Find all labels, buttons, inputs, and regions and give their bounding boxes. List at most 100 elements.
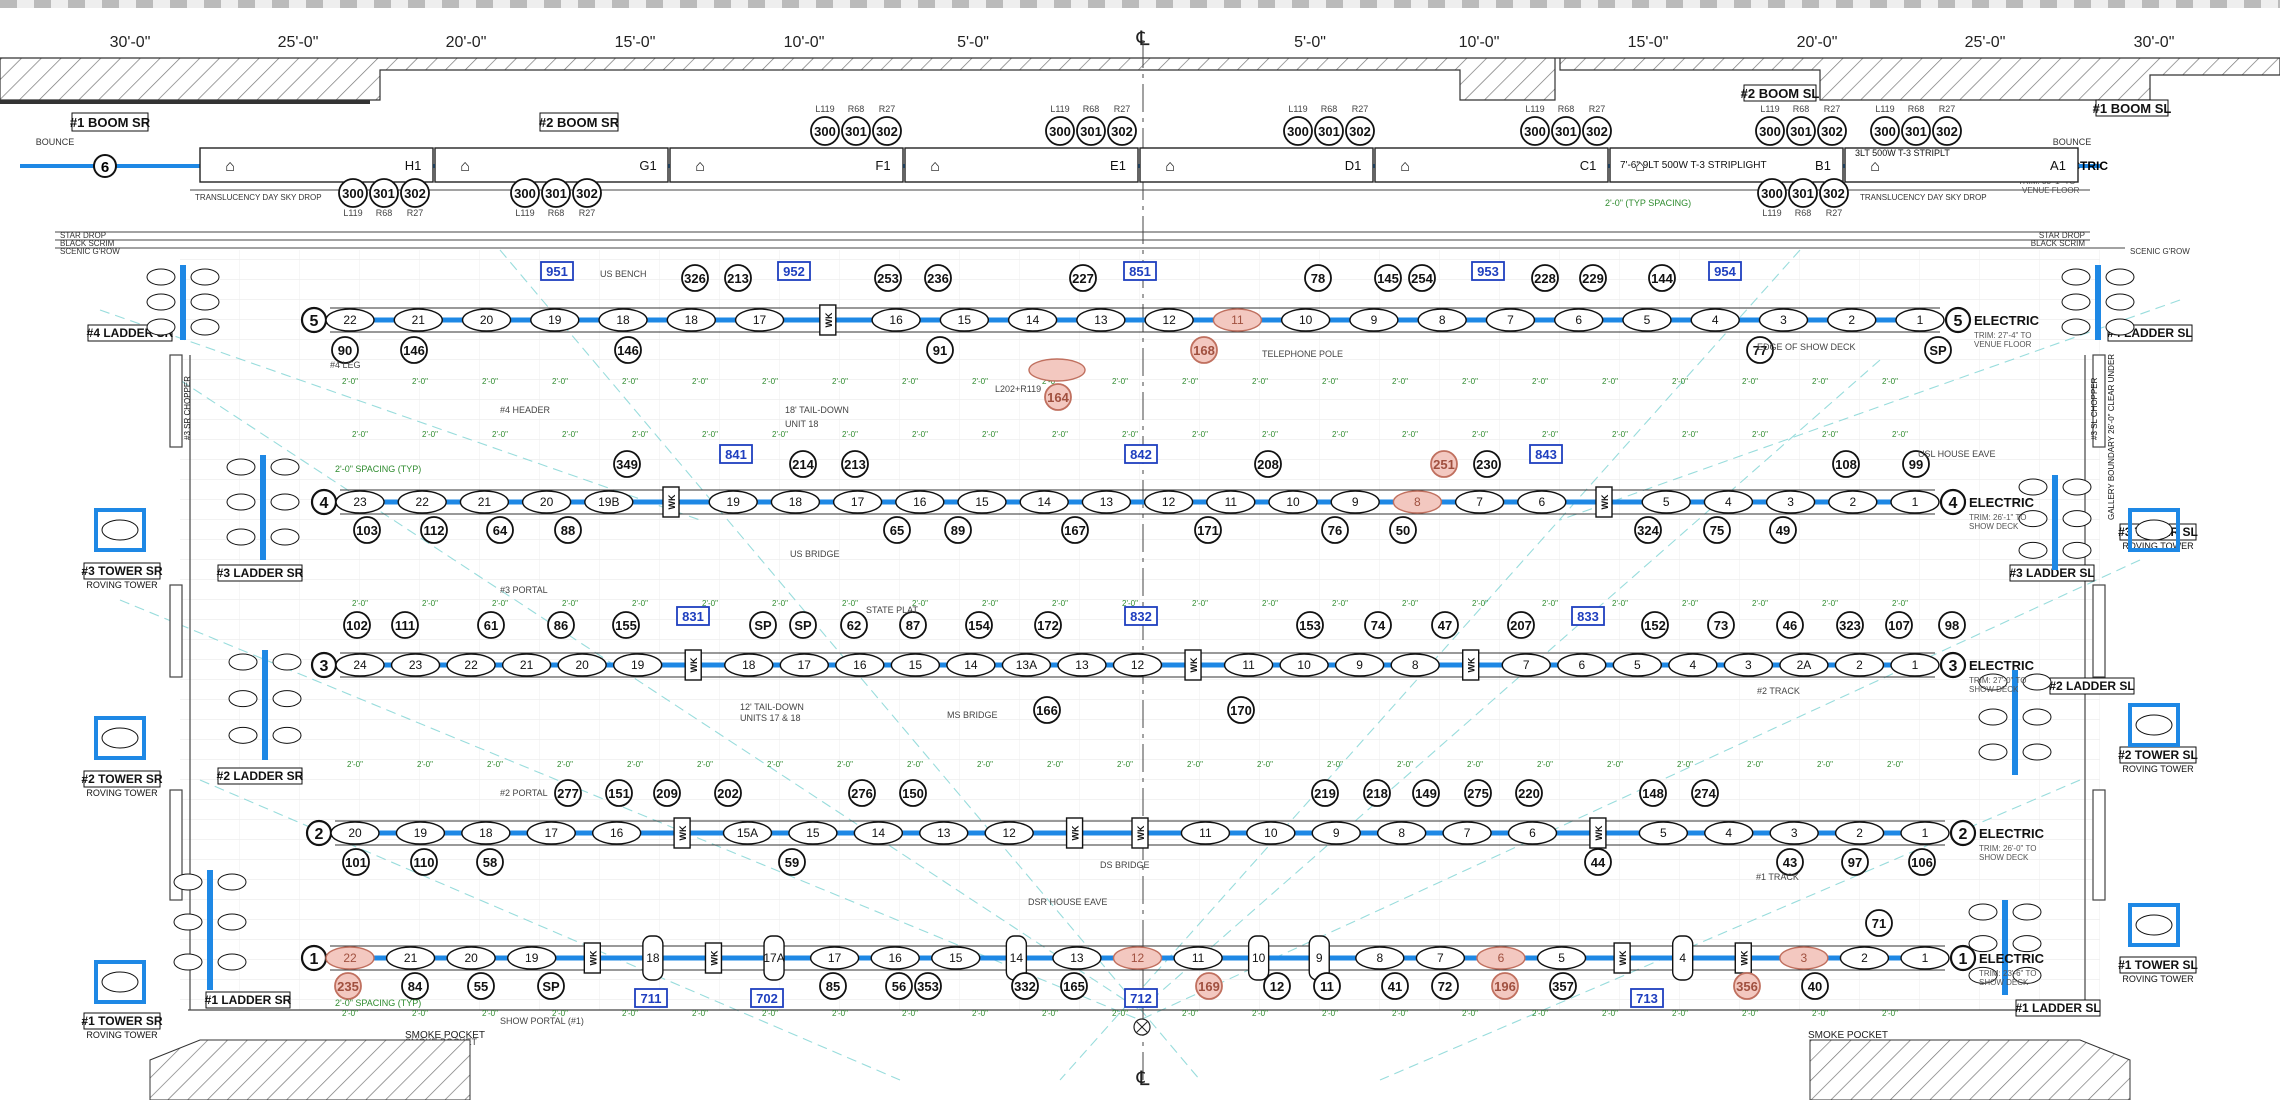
channel-number: 97 [1848,855,1862,870]
unit-label: 12 [1162,313,1176,327]
plot-note: #1 TRACK [1756,872,1799,882]
ruler-tick [952,0,969,8]
spacing-tick: 2'-0" [347,760,363,769]
channel-number: 302 [576,186,598,201]
star-drop-label: STAR DROP [2039,231,2085,240]
fixture [1330,490,1380,514]
channel-number: 64 [493,523,508,538]
spacing-tick: 2'-0" [562,599,578,608]
color-label: R27 [1352,104,1369,114]
channel-circle [467,972,495,1000]
unit-label: WK [1189,657,1199,672]
ladder-pipe [2002,900,2008,995]
fixture [832,490,883,514]
spacing-tick: 2'-0" [492,430,508,439]
unit-label: 7 [1464,826,1471,840]
fixture [335,490,385,514]
fixture [1723,653,1774,677]
unit-tag-label: 842 [1130,447,1152,462]
channel-circle [1549,972,1577,1000]
color-label: R68 [848,104,865,114]
channel-number: 43 [1783,855,1797,870]
channel-number: 274 [1694,786,1716,801]
channel-number: 56 [892,979,906,994]
unit-label: 20 [348,826,362,840]
spacing-tick: 2'-0" [1252,377,1268,386]
plot-note: UNITS 17 & 18 [740,713,801,723]
fixture [1173,946,1223,970]
ruler-tick [1802,0,1819,8]
color-label: L119 [1288,104,1307,114]
ruler-tick [1462,0,1479,8]
channel-circle [1313,972,1341,1000]
fixture [1390,653,1440,677]
spacing-tick: 2'-0" [972,377,988,386]
spacing-tick: 2'-0" [837,760,853,769]
channel-circle [1195,972,1223,1000]
unit-label: 1 [1922,826,1929,840]
unit-label: 1 [1912,495,1919,509]
color-label: R68 [1321,104,1338,114]
channel-circle [1707,611,1735,639]
channel-number: 213 [844,457,866,472]
unit-label: 14 [1010,951,1024,965]
fixture [770,490,821,514]
plot-note: UNIT 18 [785,419,818,429]
channel-number: 302 [1936,124,1958,139]
ladder-fixture [2061,293,2091,311]
channel-circle [1364,611,1392,639]
ruler-label: 20'-0" [1797,34,1838,51]
unit-tag-label: 953 [1477,264,1499,279]
ruler-tick [1938,0,1955,8]
fixture [1112,946,1163,970]
ladder-pipe [207,870,213,990]
spacing-tick: 2'-0" [1052,430,1068,439]
plot-note: 2'-0" SPACING (TYP) [335,998,421,1008]
ladder-fixture [270,528,300,546]
fixture [598,308,648,332]
ladder3-sl-label: #3 LADDER SL [2009,566,2094,580]
spacing-tick: 2'-0" [552,1009,568,1018]
channel-circle [1389,516,1417,544]
unit-tag-label: 954 [1714,264,1736,279]
unit-label: 19 [727,495,741,509]
channel-circle [1321,516,1349,544]
color-label: R27 [1826,208,1843,218]
ladder-fixture [217,913,247,931]
fixture [1828,490,1878,514]
unit-label: 9 [1371,313,1378,327]
channel-circle [1314,116,1344,146]
unit-tag-label: 711 [641,991,662,1006]
channel-circle [401,972,429,1000]
channel-circle [1033,696,1061,724]
channel-number: 300 [514,186,536,201]
channel-number: 110 [414,855,435,870]
ruler-tick [1836,0,1853,8]
channel-circle [789,450,817,478]
channel-number: 88 [561,523,575,538]
unit-label: 2 [1861,951,1868,965]
ruler-tick [816,0,833,8]
ladder-fixture [270,458,300,476]
ladder-fixture [217,873,247,891]
cell-label: E1 [1110,158,1126,173]
electric-trim: SHOW DECK [1979,978,2029,987]
channel-number: 98 [1945,618,1959,633]
color-label: L119 [1760,104,1779,114]
spacing-tick: 2'-0" [1542,430,1558,439]
spacing-tick: 2'-0" [552,377,568,386]
unit-tag [676,606,710,626]
unit-label: 1 [1922,951,1929,965]
pipe-number-circle [1949,944,1977,972]
house-icon: ⌂ [695,158,705,175]
channel-number: 253 [877,271,899,286]
fixture [1779,946,1829,970]
unit-label: 17 [798,658,812,672]
spacing-tick: 2'-0" [1257,760,1273,769]
unit-label: 4 [1712,313,1719,327]
workbox [1613,942,1631,974]
fixture [393,308,443,332]
ruler-tick [2040,0,2057,8]
unit-label: 14 [872,826,886,840]
channel-number: 73 [1714,618,1728,633]
